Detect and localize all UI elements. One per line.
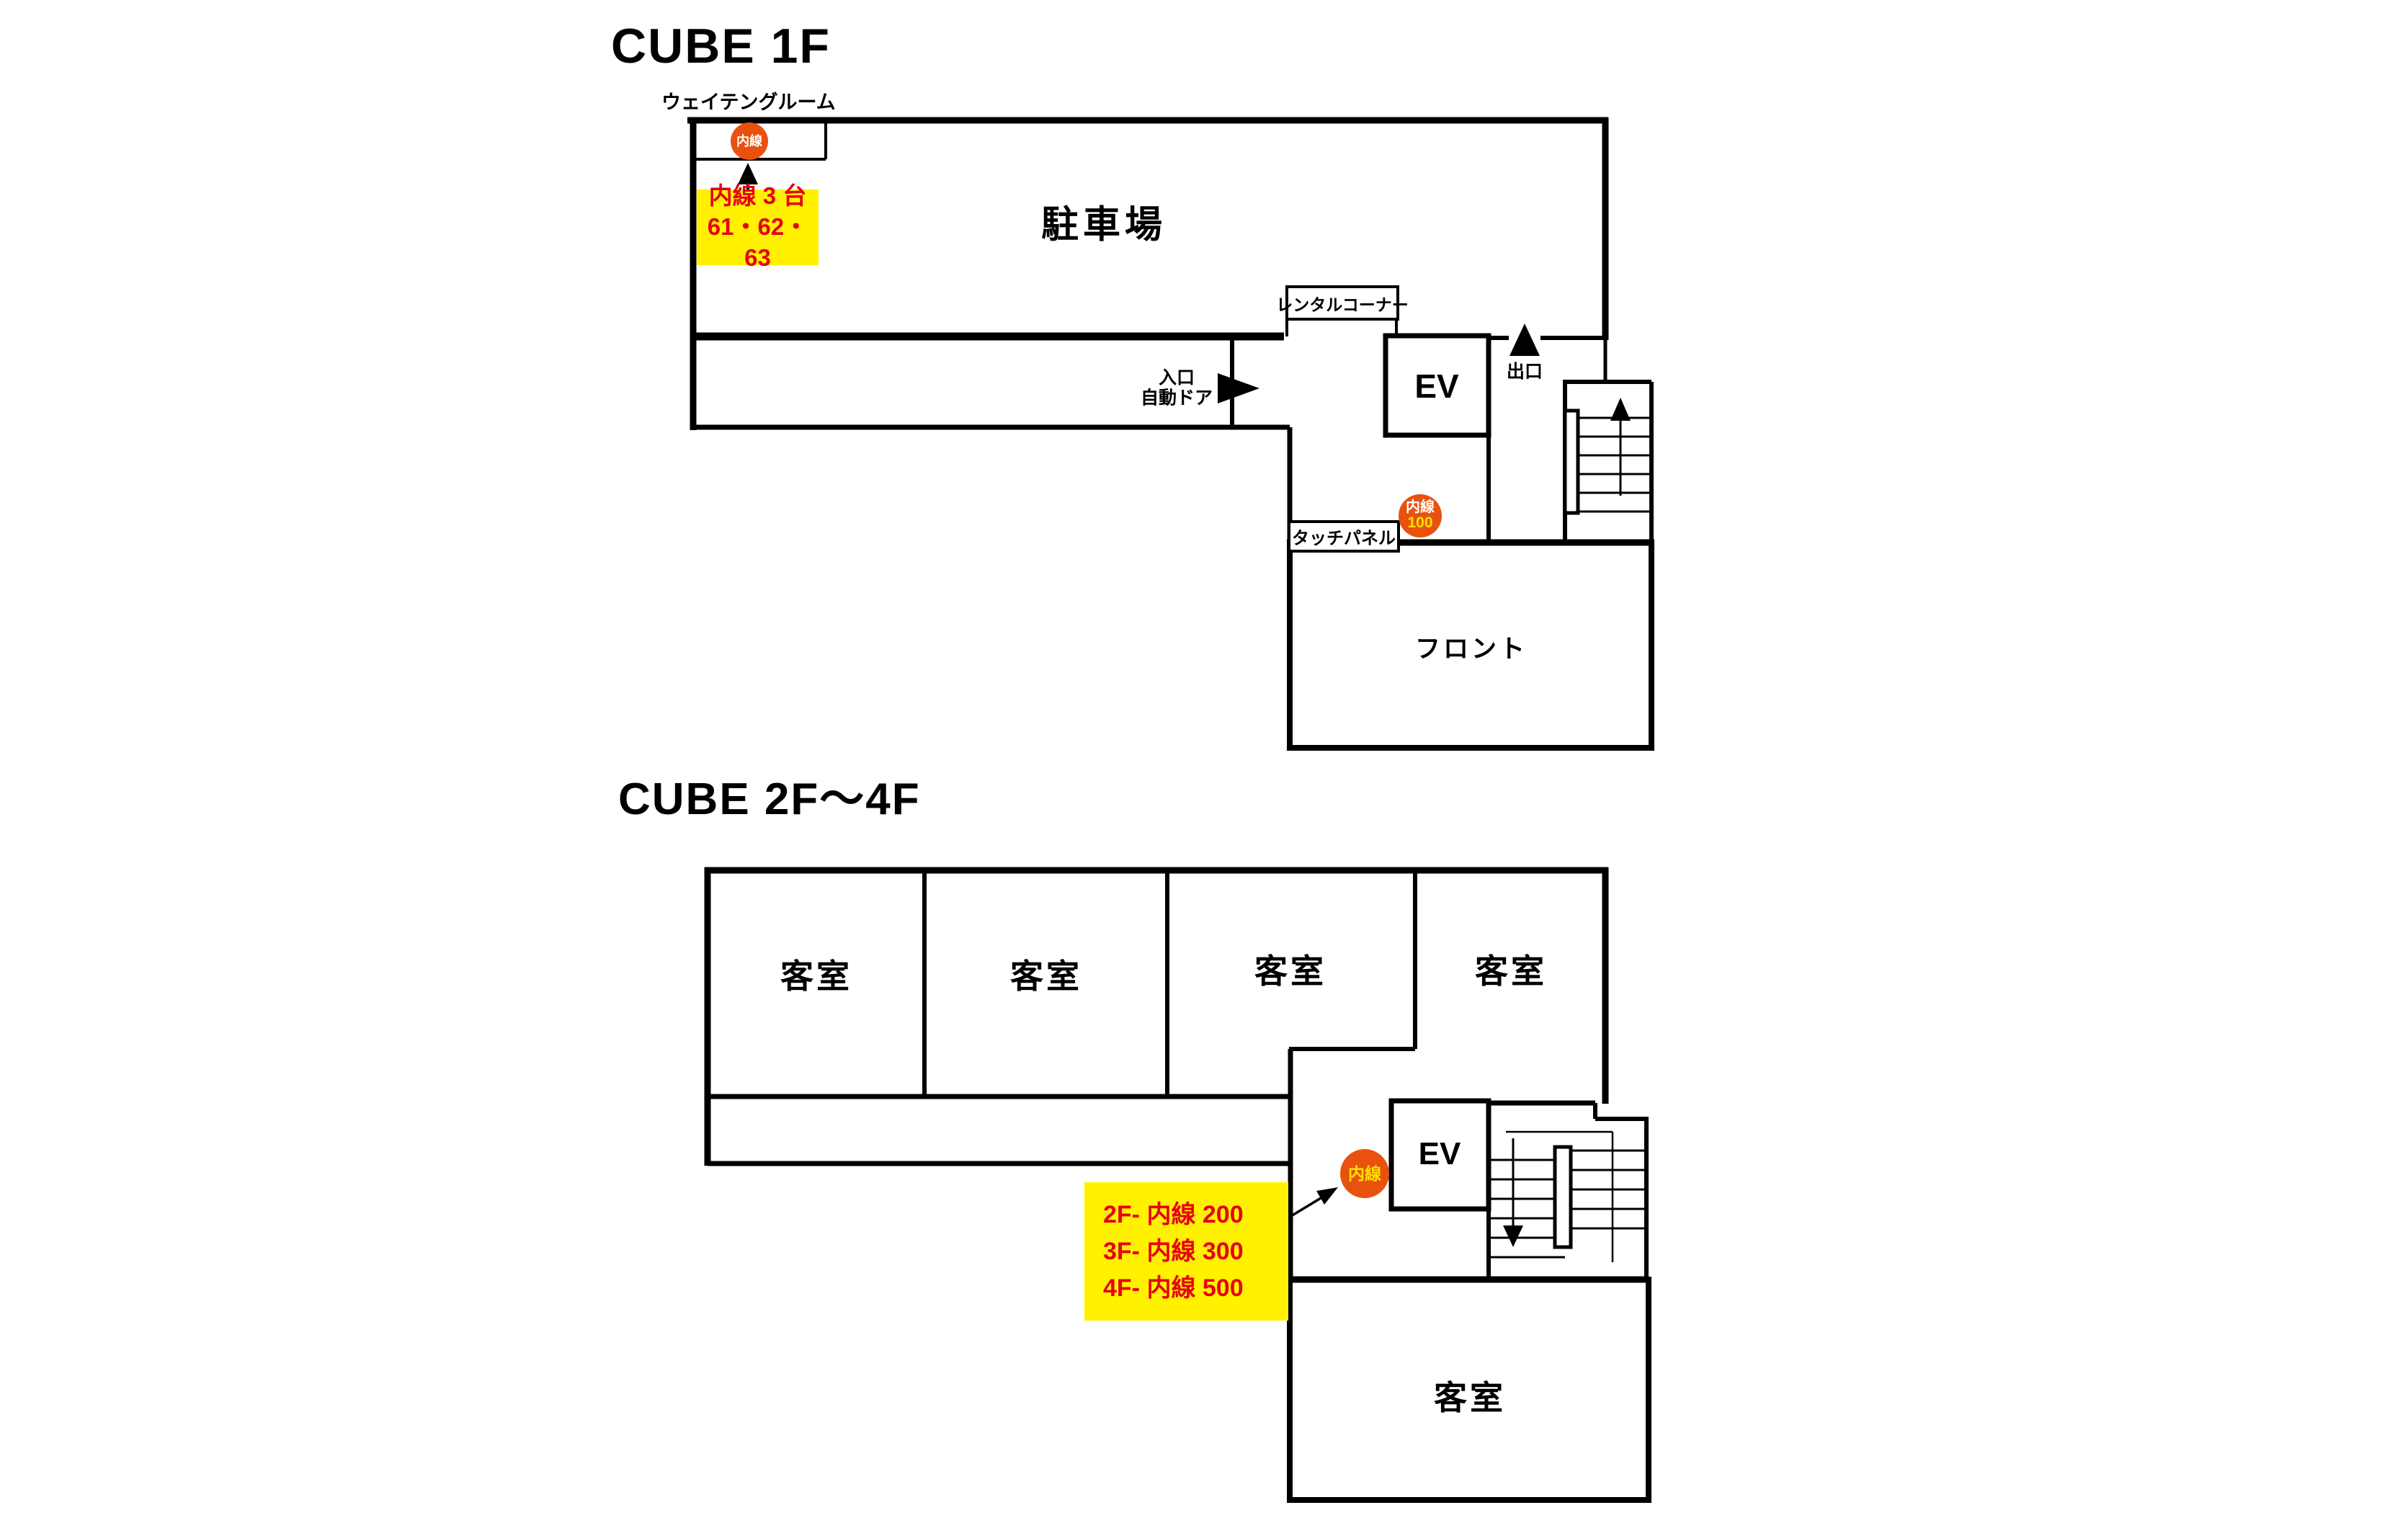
badge-text: 内線 [1406,499,1435,516]
waiting-room-extension-badge: 内線 [731,122,768,160]
entrance-label: 入口 自動ドア [1140,367,1213,408]
stair-up-arrow-head [1610,398,1631,421]
guest-room-label-1: 客室 [780,957,852,995]
guest-room-label-2: 客室 [1010,957,1082,995]
waiting-extension-arrow-head [738,163,758,184]
badge-text: 内線 [736,133,762,148]
stair-handrail [1563,408,1580,515]
exit-arrow [1510,323,1540,356]
rental-corner-label: レンタルコーナー [1276,295,1409,314]
extension-note-4f: 4F- 内線 500 [1103,1274,1244,1302]
elevator-room [1388,1098,1491,1212]
waiting-room-label: ウェイテングルーム [661,91,836,113]
parking-label: 駐車場 [1040,204,1167,246]
floor1-extension-note: 内線 3 台 61・62・63 [697,182,819,271]
floor1-ev-label: EV [1414,367,1459,405]
badge-text: 内線 [1348,1164,1381,1183]
guest-room-label-3: 客室 [1254,952,1326,990]
extension-note-3f: 3F- 内線 300 [1103,1237,1244,1265]
stair-down-arrow-head [1503,1225,1523,1247]
floors2to4-ev-label: EV [1418,1136,1461,1171]
floor1-title: CUBE 1F [611,19,831,73]
exit-label: 出口 [1506,362,1543,382]
elevator-room [1383,333,1491,438]
floors2to4-walls [704,867,1651,1503]
rental-corner-box [1285,285,1399,321]
floors2to4-extension-badge: 内線 [1340,1149,1389,1198]
stair-handrail [1553,1145,1573,1249]
front-desk-room [1287,540,1654,751]
bottom-guest-room [1287,1277,1651,1503]
touch-panel-label: タッチパネル [1292,529,1396,548]
bottom-guest-room-label: 客室 [1434,1379,1506,1416]
entrance-line2: 自動ドア [1140,388,1213,408]
badge-number: 100 [1407,514,1433,532]
extension-note-arrow-head [1316,1187,1338,1205]
entrance-arrow [1218,373,1259,403]
entrance-line1: 入口 [1158,367,1195,388]
extension-note-line2: 61・62・63 [707,213,808,271]
guest-room-label-4: 客室 [1475,952,1547,990]
floors2to4-stairs [1489,1130,1646,1262]
front-desk-label: フロント [1414,635,1528,664]
extension-note-2f: 2F- 内線 200 [1103,1200,1244,1228]
lobby-extension-badge: 内線 100 [1399,494,1442,537]
touch-panel-box: タッチパネル [1288,520,1400,553]
floors2to4-extension-note: 2F- 内線 200 3F- 内線 300 4F- 内線 500 [1084,1182,1288,1321]
floors2to4-title: CUBE 2F～4F [618,774,921,824]
extension-note-line1: 内線 3 台 [708,182,807,210]
floor1-stairs [1563,398,1650,515]
